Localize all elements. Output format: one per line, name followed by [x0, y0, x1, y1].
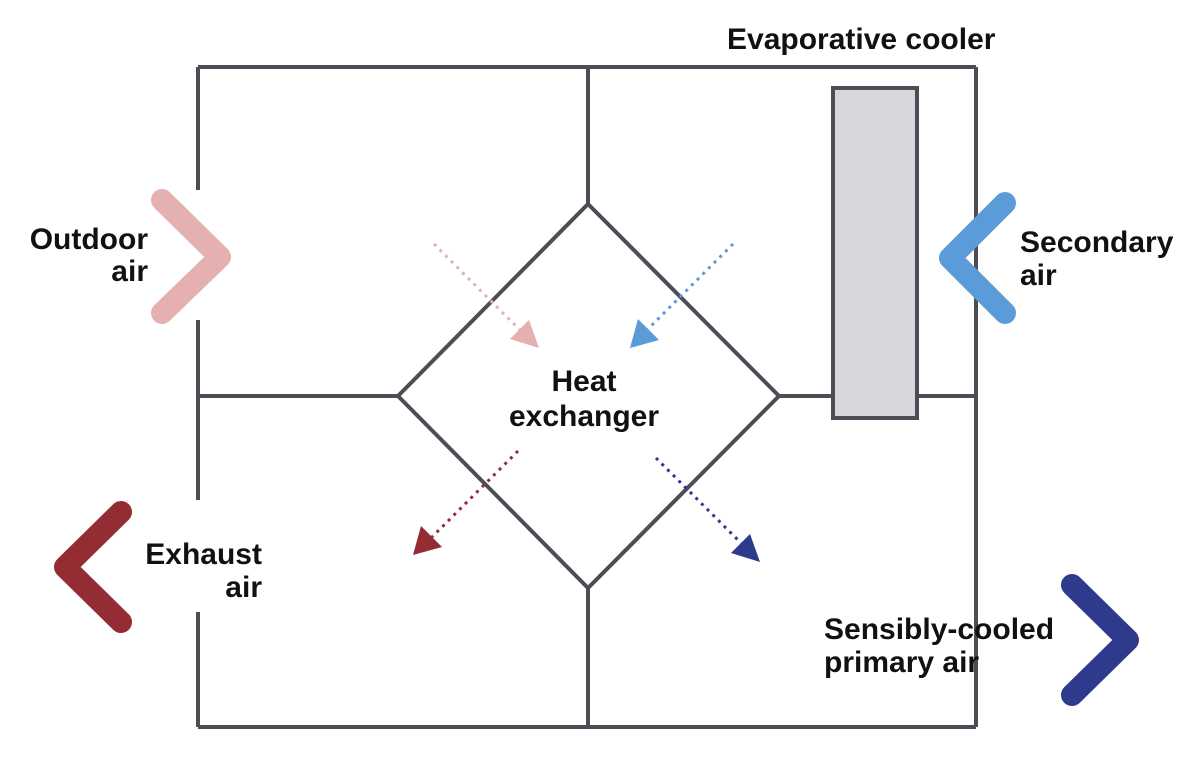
- primary-air-flow-line: [654, 456, 743, 545]
- primary-air-label-line2: primary air: [824, 646, 979, 679]
- primary-air-flow-arrow: [654, 456, 760, 562]
- heat-exchanger-label-line1: Heat: [551, 365, 616, 398]
- heat-exchanger-label-line2: exchanger: [509, 400, 659, 433]
- outdoor-air-label-line1: Outdoor: [30, 223, 149, 256]
- secondary-air-arrowhead: [630, 319, 659, 348]
- outdoor-air-flow-arrow: [432, 242, 539, 348]
- exhaust-air-label-line1: Exhaust: [145, 538, 262, 571]
- secondary-air-chevron-icon: [939, 192, 1016, 324]
- outdoor-air-arrowhead: [510, 320, 539, 348]
- unit-frame: [196, 65, 978, 729]
- outdoor-air-label-line2: air: [111, 255, 148, 288]
- heat-exchanger-core: [395, 201, 782, 591]
- evaporative-cooler-label: Evaporative cooler: [727, 23, 996, 56]
- secondary-air-label-line1: Secondary: [1020, 226, 1174, 259]
- primary-air-arrowhead: [731, 534, 760, 562]
- secondary-air-flow-line: [646, 242, 735, 331]
- primary-air-chevron-icon: [1061, 574, 1139, 706]
- exhaust-air-flow-arrow: [413, 449, 520, 555]
- evaporative-cooler-pad: [831, 86, 919, 420]
- exhaust-air-label-line2: air: [225, 571, 262, 604]
- exhaust-air-arrowhead: [413, 526, 442, 555]
- secondary-air-flow-arrow: [630, 242, 735, 348]
- exhaust-air-flow-line: [430, 449, 520, 539]
- exhaust-air-chevron-icon: [54, 501, 132, 633]
- secondary-air-label-line2: air: [1020, 259, 1057, 292]
- outdoor-air-chevron-icon: [151, 189, 231, 324]
- primary-air-label-line1: Sensibly-cooled: [824, 613, 1054, 646]
